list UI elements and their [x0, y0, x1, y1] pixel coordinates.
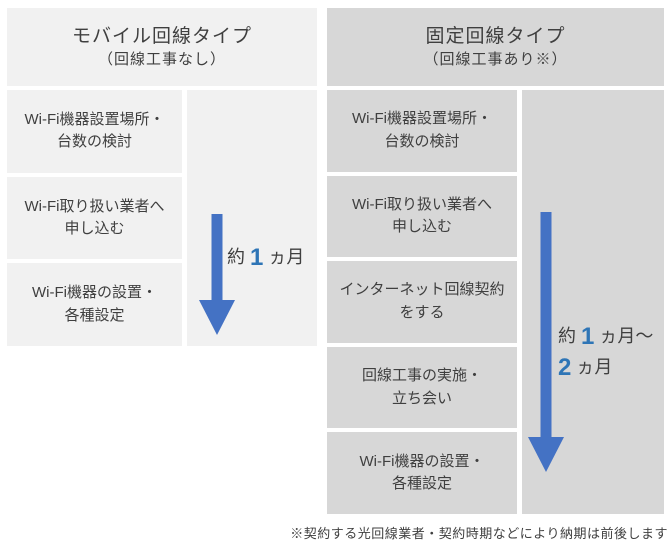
duration-unit: ヵ月〜: [599, 326, 654, 346]
fixed-steps: Wi-Fi機器設置場所・ 台数の検討 Wi-Fi取り扱い業者へ 申し込む インタ…: [327, 90, 517, 514]
mobile-step-3: Wi-Fi機器の設置・ 各種設定: [7, 263, 182, 347]
step-text-line: 申し込む: [391, 218, 452, 236]
step-text-line: Wi-Fi取り扱い業者へ: [24, 197, 165, 215]
duration-number: 1: [250, 244, 264, 271]
step-text-line: Wi-Fi取り扱い業者へ: [352, 195, 492, 213]
step-text-line: Wi-Fi機器の設置・: [359, 452, 485, 470]
mobile-subtitle: （回線工事なし）: [97, 50, 226, 68]
mobile-step-2: Wi-Fi取り扱い業者へ 申し込む: [7, 176, 182, 260]
step-text-line: 台数の検討: [384, 132, 460, 150]
mobile-header: モバイル回線タイプ （回線工事なし）: [7, 8, 317, 86]
step-text-line: 各種設定: [64, 306, 125, 324]
step-text-line: 台数の検討: [56, 133, 132, 151]
fixed-header: 固定回線タイプ （回線工事あり※）: [327, 8, 664, 86]
duration-unit: ヵ月: [268, 247, 305, 267]
step-text-line: Wi-Fi機器設置場所・: [352, 110, 492, 128]
down-arrow-icon: [528, 212, 564, 472]
step-text-line: Wi-Fi機器の設置・: [32, 284, 157, 302]
fixed-step-4: 回線工事の実施・ 立ち会い: [327, 346, 517, 429]
fixed-step-5: Wi-Fi機器の設置・ 各種設定: [327, 432, 517, 514]
step-text-line: インターネット回線契約: [339, 281, 505, 299]
fixed-step-2: Wi-Fi取り扱い業者へ 申し込む: [327, 175, 517, 258]
fixed-step-1: Wi-Fi機器設置場所・ 台数の検討: [327, 90, 517, 172]
fixed-title: 固定回線タイプ: [425, 25, 566, 47]
mobile-column: モバイル回線タイプ （回線工事なし） Wi-Fi機器設置場所・ 台数の検討 Wi…: [7, 8, 317, 347]
fixed-column: 固定回線タイプ （回線工事あり※） Wi-Fi機器設置場所・ 台数の検討 Wi-…: [327, 8, 664, 514]
step-text-line: をする: [399, 303, 445, 321]
duration-number: 1: [581, 323, 595, 350]
duration-prefix: 約: [558, 326, 576, 346]
fixed-subtitle: （回線工事あり※）: [423, 50, 568, 68]
step-text-line: 各種設定: [391, 475, 452, 493]
down-arrow-icon: [199, 214, 235, 335]
mobile-steps: Wi-Fi機器設置場所・ 台数の検討 Wi-Fi取り扱い業者へ 申し込む Wi-…: [7, 90, 182, 347]
step-text-line: 立ち会い: [391, 389, 452, 407]
step-text-line: 申し込む: [64, 220, 125, 237]
duration-prefix: 約: [227, 247, 245, 267]
step-text-line: Wi-Fi機器設置場所・: [24, 110, 165, 128]
fixed-body: Wi-Fi機器設置場所・ 台数の検討 Wi-Fi取り扱い業者へ 申し込む インタ…: [327, 90, 664, 514]
fixed-step-3: インターネット回線契約 をする: [327, 261, 517, 343]
duration-number: 2: [558, 354, 572, 381]
mobile-title: モバイル回線タイプ: [71, 25, 252, 47]
mobile-step-1: Wi-Fi機器設置場所・ 台数の検討: [7, 90, 182, 173]
duration-unit: ヵ月: [576, 357, 613, 377]
footnote: ※契約する光回線業者・契約時期などにより納期は前後します: [290, 526, 668, 541]
mobile-body: Wi-Fi機器設置場所・ 台数の検討 Wi-Fi取り扱い業者へ 申し込む Wi-…: [7, 90, 317, 347]
step-text-line: 回線工事の実施・: [361, 367, 482, 385]
